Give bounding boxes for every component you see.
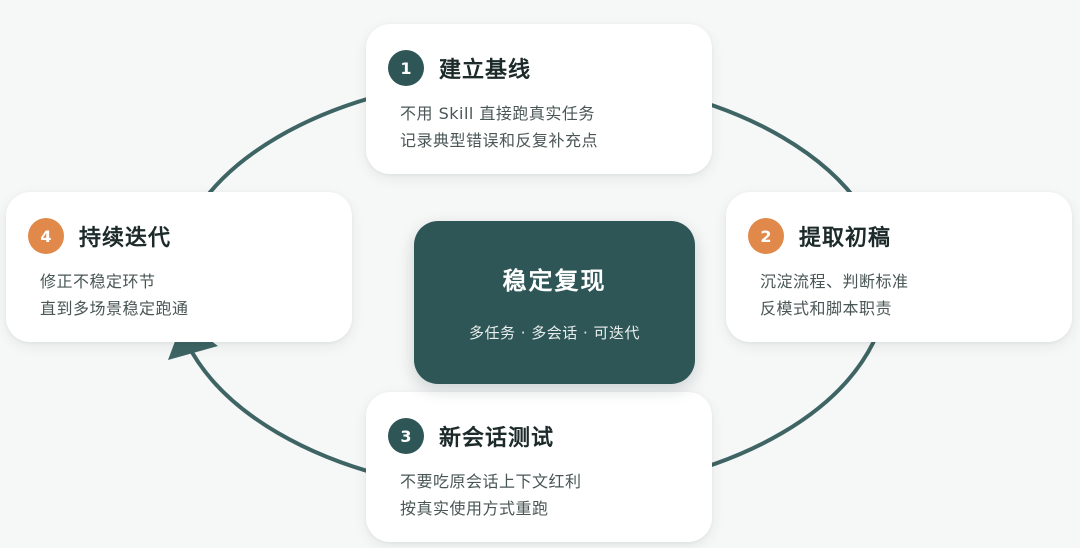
step-title: 持续迭代 — [79, 226, 172, 251]
step-number-badge: 1 — [388, 50, 424, 86]
step-title: 提取初稿 — [799, 226, 892, 251]
step-title: 新会话测试 — [439, 426, 555, 451]
step-number-badge: 3 — [388, 418, 424, 454]
step-description-line: 不用 Skill 直接跑真实任务 — [400, 104, 595, 123]
step-description-line: 不要吃原会话上下文红利 — [400, 472, 582, 491]
step-description-line: 反模式和脚本职责 — [760, 299, 893, 318]
step-title: 建立基线 — [439, 58, 532, 83]
step-description-line: 记录典型错误和反复补充点 — [400, 131, 599, 150]
step-card-3: 3 新会话测试 不要吃原会话上下文红利 按真实使用方式重跑 — [366, 392, 712, 542]
step-description-line: 沉淀流程、判断标准 — [760, 272, 909, 291]
center-subtitle: 多任务 · 多会话 · 可迭代 — [468, 324, 641, 342]
step-description-line: 按真实使用方式重跑 — [400, 499, 549, 518]
center-title: 稳定复现 — [502, 267, 607, 295]
step-description-line: 直到多场景稳定跑通 — [40, 299, 189, 318]
center-goal-box: 稳定复现 多任务 · 多会话 · 可迭代 — [414, 221, 695, 384]
step-number-badge: 4 — [28, 218, 64, 254]
step-number-badge: 2 — [748, 218, 784, 254]
step-card-2: 2 提取初稿 沉淀流程、判断标准 反模式和脚本职责 — [726, 192, 1072, 342]
step-description-line: 修正不稳定环节 — [40, 272, 156, 291]
step-card-4: 4 持续迭代 修正不稳定环节 直到多场景稳定跑通 — [6, 192, 352, 342]
step-card-1: 1 建立基线 不用 Skill 直接跑真实任务 记录典型错误和反复补充点 — [366, 24, 712, 174]
